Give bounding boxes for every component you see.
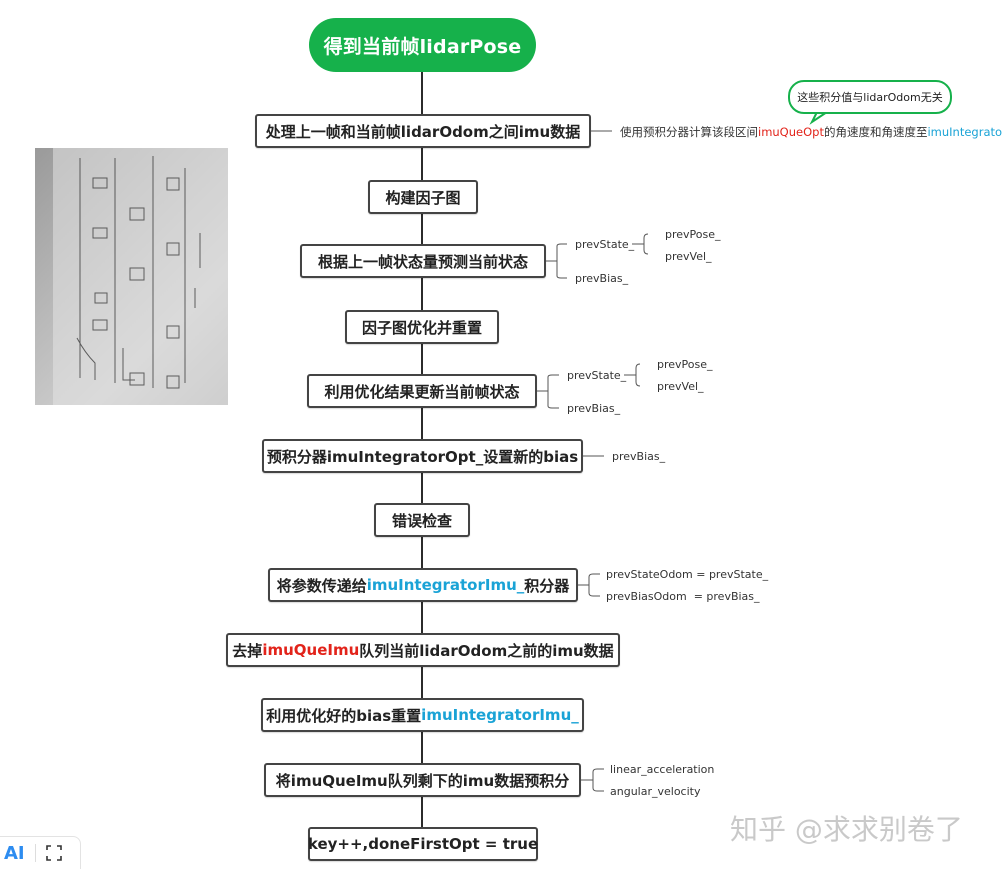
bottom-toolbar: AI [0, 836, 81, 869]
step-11-note-angular: angular_velocity [610, 785, 701, 798]
step-5-note-prevvel: prevVel_ [657, 380, 704, 393]
step-2-label: 构建因子图 [385, 188, 461, 207]
step-1-note: 使用预积分器计算该段区间imuQueOpt的角速度和角速度至imuIntegra… [620, 124, 1002, 140]
step-1-note-b: 的角速度和角速度至 [823, 125, 928, 139]
callout-bubble: 这些积分值与lidarOdom无关 [788, 80, 952, 114]
step-10-label-a: 利用优化好的bias重置 [266, 706, 422, 725]
step-4-label: 因子图优化并重置 [361, 318, 482, 337]
step-node-6[interactable]: 预积分器imuIntegratorOpt_设置新的bias [262, 439, 583, 473]
step-6-label: 预积分器imuIntegratorOpt_设置新的bias [266, 447, 579, 466]
step-1-note-a: 使用预积分器计算该段区间 [620, 125, 758, 139]
step-8-label-b: 积分器 [524, 576, 570, 595]
step-8-note-prevbiasodom: prevBiasOdom = prevBias_ [606, 590, 760, 603]
step-node-2[interactable]: 构建因子图 [368, 180, 478, 214]
step-3-note-prevstate: prevState_ [575, 238, 635, 251]
callout-text: 这些积分值与lidarOdom无关 [797, 91, 943, 104]
step-6-note-prevbias: prevBias_ [612, 450, 666, 463]
step-3-note-prevvel: prevVel_ [665, 250, 712, 263]
step-5-note-prevstate: prevState_ [567, 369, 627, 382]
step-node-1[interactable]: 处理上一帧和当前帧lidarOdom之间imu数据 [255, 114, 591, 148]
step-7-label: 错误检查 [391, 511, 452, 530]
step-node-12[interactable]: key++,doneFirstOpt = true [308, 827, 538, 861]
step-11-note-linear: linear_acceleration [610, 763, 715, 776]
toolbar-divider [34, 844, 36, 862]
step-5-label: 利用优化结果更新当前帧状态 [324, 382, 520, 401]
ai-button[interactable]: AI [4, 842, 25, 864]
step-1-note-integrator: imuIntegratorOpt_ [927, 125, 1002, 139]
step-8-label-highlight: imuIntegratorImu_ [366, 576, 525, 594]
step-9-label-a: 去掉 [232, 641, 263, 660]
step-8-note-prevstateodom: prevStateOdom = prevState_ [606, 568, 769, 581]
step-12-label: key++,doneFirstOpt = true [307, 835, 539, 853]
zhihu-watermark: 知乎 @求求别卷了 [730, 813, 963, 846]
root-node[interactable]: 得到当前帧lidarPose [309, 18, 536, 72]
step-node-7[interactable]: 错误检查 [374, 503, 470, 537]
step-node-4[interactable]: 因子图优化并重置 [345, 310, 499, 344]
step-node-3[interactable]: 根据上一帧状态量预测当前状态 [300, 244, 546, 278]
step-9-label-highlight: imuQueImu [262, 641, 360, 659]
handwritten-notes-photo [35, 148, 228, 405]
step-10-label-highlight: imuIntegratorImu_ [421, 706, 579, 724]
fullscreen-icon[interactable] [45, 845, 62, 861]
step-5-note-prevbias: prevBias_ [567, 402, 621, 415]
handwritten-sketch-image [53, 148, 228, 405]
step-11-label: 将imuQueImu队列剩下的imu数据预积分 [275, 771, 570, 790]
step-1-note-imuqueopt: imuQueOpt [758, 125, 824, 139]
step-5-note-prevpose: prevPose_ [657, 358, 713, 371]
step-node-11[interactable]: 将imuQueImu队列剩下的imu数据预积分 [264, 763, 581, 797]
step-8-label-a: 将参数传递给 [276, 576, 367, 595]
step-node-5[interactable]: 利用优化结果更新当前帧状态 [307, 374, 537, 408]
step-9-label-b: 队列当前lidarOdom之前的imu数据 [359, 641, 614, 660]
root-node-label: 得到当前帧lidarPose [323, 35, 522, 58]
step-3-note-prevpose: prevPose_ [665, 228, 721, 241]
step-3-label: 根据上一帧状态量预测当前状态 [317, 252, 528, 271]
step-1-label: 处理上一帧和当前帧lidarOdom之间imu数据 [265, 122, 581, 141]
step-3-note-prevbias: prevBias_ [575, 272, 629, 285]
